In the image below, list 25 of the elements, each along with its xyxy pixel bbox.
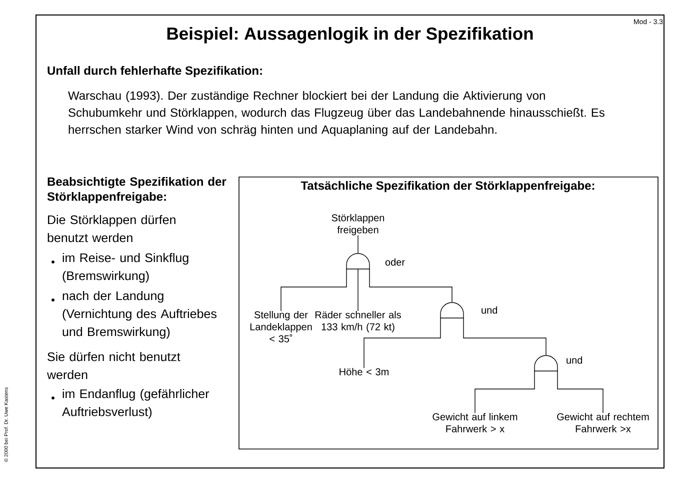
- connector-line: [280, 268, 347, 312]
- condition-text: Stellung der Landeklappen < 35˚: [250, 311, 312, 342]
- condition-text: Störklappen freigeben: [332, 214, 384, 236]
- connector-line: [463, 318, 546, 356]
- condition-text: Höhe < 3m: [340, 368, 388, 376]
- connector-line: [369, 268, 452, 302]
- slide-title: Beispiel: Aussagenlogik in der Spezifikation: [167, 27, 533, 44]
- connector-line: [474, 370, 535, 414]
- gate-label: oder: [385, 258, 405, 266]
- list-item: im Reise- und Sinkflug (Bremswirkung): [62, 253, 188, 283]
- logic-gate: [440, 302, 464, 318]
- list-item: im Endanflug (gefährlicher Auftriebsverlust): [62, 389, 210, 419]
- section-heading: Beabsichtigte Spezifikation der Störklappenfreigabe:: [47, 177, 226, 204]
- paragraph: Warschau (1993). Der zuständige Rechner blockiert bei der Landung die Aktivierung von Schubumkehr und Störklappen, wodurch das Flugzeug über das Landebahnende hinausschießt. Es herrschen starker Wind von schräg hinten und Aquaplaning auf der Landebahn.: [68, 91, 604, 136]
- section-heading: Unfall durch fehlerhafte Spezifikation:: [48, 66, 262, 78]
- connector-line: [557, 370, 604, 414]
- condition-text: Gewicht auf rechtem Fahrwerk >x: [557, 413, 649, 432]
- logic-gate: [346, 253, 370, 270]
- connector-line: [364, 318, 441, 368]
- list-item: nach der Landung (Vernichtung des Auftriebes und Bremswirkung): [62, 291, 216, 339]
- logic-gate: [534, 355, 558, 372]
- gate-label: und: [566, 356, 582, 364]
- condition-text: Gewicht auf linkem Fahrwerk > x: [432, 413, 518, 432]
- gate-label: und: [482, 306, 498, 314]
- condition-text: Räder schneller als 133 km/h (72 kt): [315, 311, 401, 332]
